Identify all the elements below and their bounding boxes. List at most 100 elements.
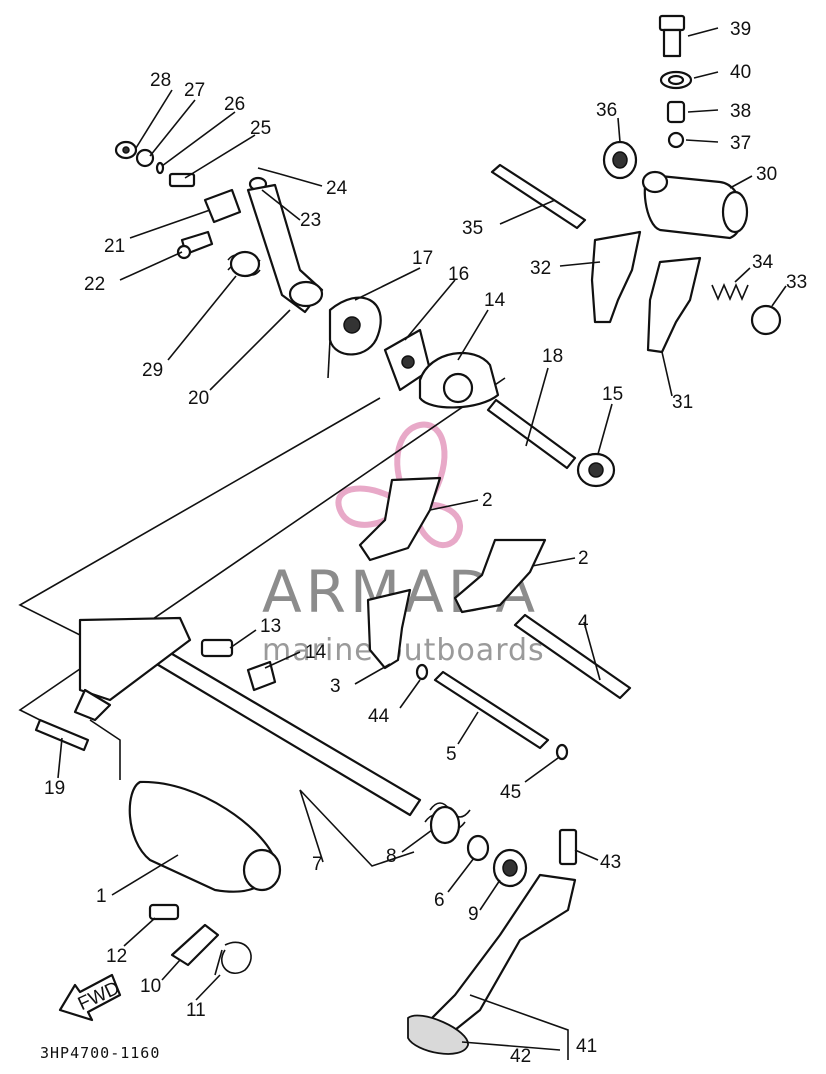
callout-8: 8 [386, 846, 397, 867]
callout-5: 5 [446, 744, 457, 765]
part-33-shift-fork [590, 230, 642, 324]
part-23-pin [176, 230, 214, 260]
part-25-cotter-pin [257, 167, 281, 175]
part-19-bar [486, 398, 577, 470]
callout-33: 32 [530, 258, 551, 279]
callout-37: 36 [596, 100, 617, 121]
part-29-nut [114, 140, 138, 160]
callout-32: 31 [672, 392, 693, 413]
callout-2a: 2 [482, 490, 493, 511]
part-43-pedal-rubber [407, 1014, 469, 1055]
part-20-bolt [34, 718, 90, 752]
callout-26: 25 [250, 118, 271, 139]
part-14-plate [246, 660, 277, 692]
callout-2b: 2 [578, 548, 589, 569]
callout-41: 40 [730, 62, 751, 83]
callout-22: 21 [104, 236, 125, 257]
part-13-bolt [200, 638, 234, 658]
part-11-spring [214, 941, 252, 976]
callout-19: 18 [542, 346, 563, 367]
part-34-plug [750, 304, 782, 336]
callout-9: 9 [468, 904, 479, 925]
callout-24: 23 [300, 210, 321, 231]
callout-31: 30 [756, 164, 777, 185]
part-22-joint [203, 188, 242, 224]
part-2-shift-fork-b [453, 538, 547, 614]
part-21-shift-arm [246, 183, 324, 314]
assembly-boundary-upper [18, 397, 381, 641]
diagram-code: 3HP4700-1160 [40, 1044, 160, 1062]
part-39-spring [666, 100, 686, 124]
part-2-shift-fork-a [358, 476, 442, 562]
part-15-shift-guide [418, 351, 500, 409]
callout-45b: 45 [500, 782, 521, 803]
part-26-bolt [168, 172, 196, 188]
part-36-guide-bar [490, 163, 587, 230]
callout-18: 17 [412, 248, 433, 269]
callout-43: 42 [510, 1046, 531, 1067]
callout-30: 29 [142, 360, 163, 381]
part-38-ball [667, 131, 685, 149]
callout-4: 4 [578, 612, 589, 633]
part-42-shift-pedal [428, 873, 577, 1032]
part-45-circlip-b [555, 743, 569, 761]
callout-15: 14 [484, 290, 506, 311]
callout-27: 26 [224, 94, 245, 115]
callout-34: 33 [786, 272, 807, 293]
callout-40: 39 [730, 19, 751, 40]
callout-10: 10 [140, 976, 161, 997]
watermark-tagline: marine outboards [262, 633, 545, 668]
callout-45a: 44 [368, 706, 390, 727]
part-30-spring [227, 250, 261, 278]
part-10-stopper-lever [170, 923, 220, 967]
part-45-circlip-a [415, 663, 429, 681]
part-12-bolt [148, 903, 180, 921]
part-16-oil-seal [576, 452, 616, 488]
part-40-bolt [658, 14, 686, 58]
callout-11: 11 [186, 1000, 206, 1021]
callout-3: 3 [330, 676, 341, 697]
callout-36: 35 [462, 218, 483, 239]
callout-44: 43 [600, 852, 621, 873]
part-41-gasket [659, 70, 693, 90]
part-3-shift-fork [366, 588, 412, 670]
part-5-guide-bar [433, 670, 550, 750]
callout-1: 1 [96, 886, 107, 907]
part-7-shift-shaft [73, 616, 422, 817]
part-32-shift-fork [646, 256, 702, 354]
part-8-spring [424, 802, 471, 845]
leader-lines [57, 27, 787, 1060]
callout-13: 13 [260, 616, 281, 637]
part-28-washer [135, 148, 155, 168]
callout-21: 20 [188, 388, 209, 409]
part-27-clip [155, 161, 165, 175]
part-4-guide-bar [513, 613, 632, 700]
callout-labels: 39 40 38 37 36 30 35 32 34 33 31 28 27 2… [44, 19, 807, 1067]
callout-12: 12 [106, 946, 127, 967]
callout-6: 6 [434, 890, 445, 911]
callout-16: 15 [602, 384, 623, 405]
callout-29: 28 [150, 70, 171, 91]
part-37-oil-seal [602, 140, 638, 180]
part-9-oil-seal [492, 848, 528, 888]
fwd-direction-arrow: FWD [58, 973, 123, 1022]
assembly-boundary-lower [18, 377, 506, 721]
callout-20: 19 [44, 778, 65, 799]
callout-42: 41 [576, 1036, 597, 1057]
callout-7: 7 [312, 854, 323, 875]
callout-25: 24 [326, 178, 348, 199]
callout-14: 14 [305, 642, 327, 663]
callout-23: 22 [84, 274, 105, 295]
callout-38: 37 [730, 133, 751, 154]
part-1-shift-cam [128, 780, 282, 893]
callout-17: 16 [448, 264, 469, 285]
part-44-bolt [558, 828, 578, 866]
callout-35: 34 [752, 252, 774, 273]
part-31-shift-drum [641, 170, 749, 240]
callout-39: 38 [730, 101, 751, 122]
part-35-spring [711, 282, 749, 302]
callout-28: 27 [184, 80, 205, 101]
part-6-washer [466, 834, 490, 862]
part-18-stopper-plate [327, 296, 382, 379]
